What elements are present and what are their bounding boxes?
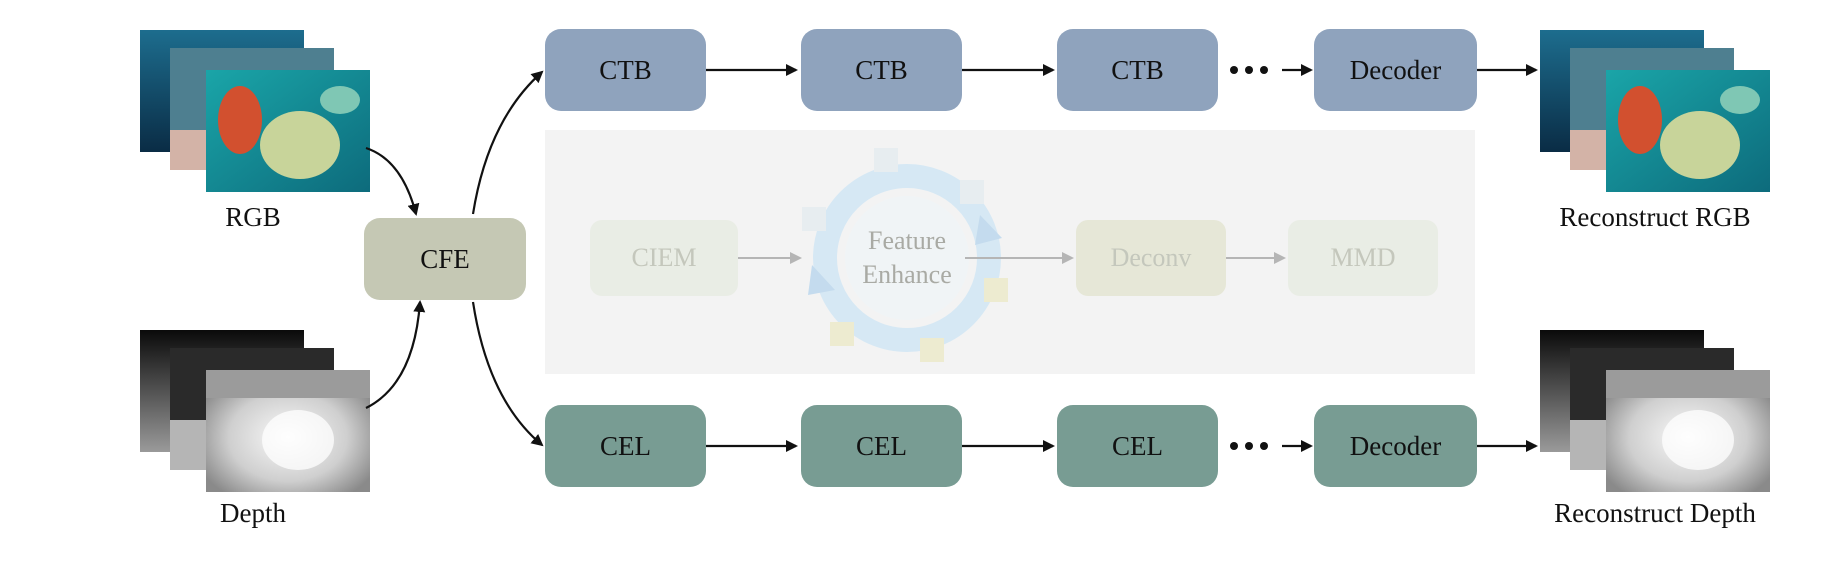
- cel-label-2: CEL: [856, 430, 907, 461]
- rgb-input-label: RGB: [225, 202, 281, 232]
- ctb-label-1: CTB: [599, 54, 652, 85]
- cel-label-3: CEL: [1112, 430, 1163, 461]
- bottom-decoder-block: Decoder: [1314, 405, 1477, 487]
- cfe-box: CFE: [364, 218, 526, 300]
- ctb-block-3: CTB: [1057, 29, 1218, 111]
- bottom-decoder-label: Decoder: [1349, 430, 1442, 461]
- ctb-label-2: CTB: [855, 54, 908, 85]
- cel-block-2: CEL: [801, 405, 962, 487]
- ctb-label-3: CTB: [1111, 54, 1164, 85]
- ciem-label: CIEM: [631, 243, 697, 272]
- rgb-input-image: [140, 30, 370, 192]
- top-decoder-block: Decoder: [1314, 29, 1477, 111]
- feature-enhance-line1: Feature: [868, 226, 946, 255]
- deconv-label: Deconv: [1110, 243, 1192, 272]
- cel-block-3: CEL: [1057, 405, 1218, 487]
- feature-enhance-label: Feature Enhance: [847, 224, 967, 292]
- depth-output-label: Reconstruct Depth: [1554, 498, 1756, 528]
- ctb-block-1: CTB: [545, 29, 706, 111]
- depth-input-label: Depth: [220, 498, 286, 528]
- depth-output-image: [1540, 330, 1770, 492]
- cel-block-1: CEL: [545, 405, 706, 487]
- ctb-block-2: CTB: [801, 29, 962, 111]
- rgb-output-image: [1540, 30, 1770, 192]
- depth-input-image: [140, 330, 370, 492]
- feature-enhance-ring: [802, 148, 1008, 362]
- mmd-box: MMD: [1288, 220, 1438, 296]
- cel-label-1: CEL: [600, 430, 651, 461]
- top-decoder-label: Decoder: [1349, 54, 1442, 85]
- mmd-label: MMD: [1330, 243, 1396, 272]
- rgb-output-label: Reconstruct RGB: [1559, 202, 1751, 232]
- feature-enhance-line2: Enhance: [862, 260, 952, 289]
- top-ellipsis: [1230, 66, 1268, 74]
- deconv-box: Deconv: [1076, 220, 1226, 296]
- ciem-box: CIEM: [590, 220, 738, 296]
- bottom-ellipsis: [1230, 442, 1268, 450]
- cfe-label: CFE: [420, 243, 470, 274]
